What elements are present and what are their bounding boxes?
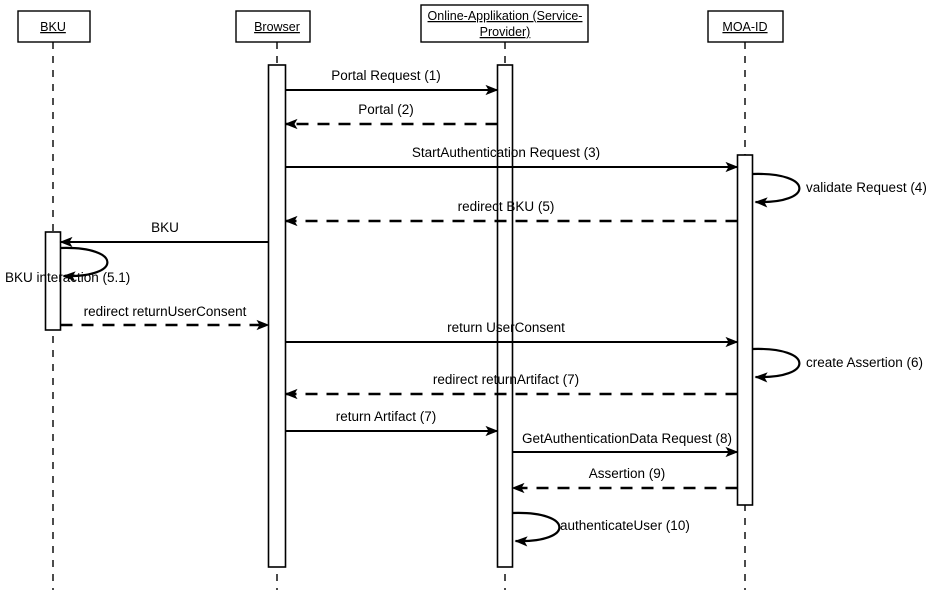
labels-layer: Portal Request (1) Portal (2) StartAuthent…	[5, 68, 927, 533]
message-label-m9: return UserConsent	[447, 320, 565, 335]
message-label-m5: redirect BKU (5)	[458, 199, 555, 214]
message-label-m14: Assertion (9)	[589, 466, 666, 481]
message-label-m8: redirect returnUserConsent	[84, 304, 247, 319]
message-m15[interactable]	[512, 511, 561, 547]
message-label-m13: GetAuthenticationData Request (8)	[522, 431, 732, 446]
lifeline-head-box-browser[interactable]	[235, 10, 311, 43]
self-message-arrow-m10	[752, 347, 801, 383]
activation-bar-moa-id-0[interactable]	[736, 154, 754, 506]
activation-bar-online-applikation-0[interactable]	[496, 64, 514, 568]
lifeline-label-bku: BKU	[40, 20, 66, 34]
message-label-m1: Portal Request (1)	[331, 68, 441, 83]
message-label-m15: authenticateUser (10)	[560, 518, 690, 533]
message-label-m11: redirect returnArtifact (7)	[433, 372, 579, 387]
message-label-m2: Portal (2)	[358, 102, 414, 117]
lifelines-layer: BKU Browser Online-Applikation (Service-Pr…	[17, 4, 784, 590]
self-message-arrow-m7	[60, 246, 109, 282]
message-label-m10: create Assertion (6)	[806, 355, 923, 370]
message-m7[interactable]	[60, 246, 109, 282]
lifeline-head-box-bku[interactable]	[17, 10, 91, 43]
lifeline-head-box-online-applikation[interactable]	[420, 4, 589, 43]
messages-layer	[59, 84, 801, 547]
self-message-arrow-m15	[512, 511, 561, 547]
lifeline-label-browser: Browser	[254, 20, 300, 34]
lifeline-label-moa-id: MOA-ID	[722, 20, 767, 34]
message-label-m7: BKU interaction (5.1)	[5, 270, 130, 285]
self-message-arrow-m4	[752, 172, 801, 208]
lifeline-head-box-moa-id[interactable]	[707, 10, 784, 43]
activation-bar-bku-0[interactable]	[44, 231, 62, 331]
lifeline-label-online-applikation: Online-Applikation (Service-Provider)	[428, 9, 583, 39]
lifeline-bku: BKU	[17, 10, 91, 590]
lifeline-moa-id: MOA-ID	[707, 10, 784, 590]
lifeline-online-applikation: Online-Applikation (Service-Provider)	[420, 4, 589, 590]
message-label-m4: validate Request (4)	[806, 180, 927, 195]
message-label-m6: BKU	[151, 220, 179, 235]
lifeline-browser: Browser	[235, 10, 311, 590]
message-m4[interactable]	[752, 172, 801, 208]
message-m10[interactable]	[752, 347, 801, 383]
activation-bar-browser-0[interactable]	[267, 64, 287, 568]
message-label-m3: StartAuthentication Request (3)	[412, 145, 600, 160]
message-label-m12: return Artifact (7)	[336, 409, 437, 424]
